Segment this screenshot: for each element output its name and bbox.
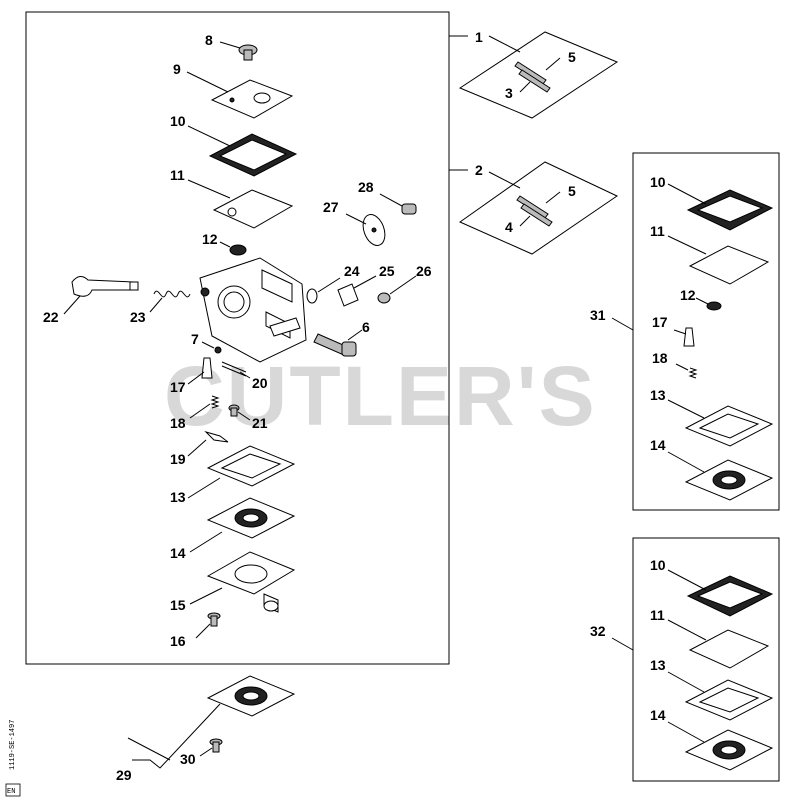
callout-24: 24 [344, 263, 360, 279]
kit-31-frame [632, 152, 780, 511]
part-17-needle [187, 357, 213, 385]
callout-31-18: 18 [652, 350, 668, 366]
callout-26: 26 [416, 263, 432, 279]
part-9-cover-plate [186, 71, 294, 119]
part-19-lever [187, 430, 229, 457]
callout-31-14: 14 [650, 437, 666, 453]
part-12-nut [219, 241, 247, 256]
callout-10: 10 [170, 113, 186, 129]
callout-31-11: 11 [650, 223, 665, 239]
kit-bracket-lines [449, 35, 468, 171]
callout-12: 12 [202, 231, 218, 247]
kit-31-contents [611, 183, 774, 501]
callout-32-10: 10 [650, 557, 666, 573]
part-25-bracket [337, 275, 377, 307]
callout-32: 32 [590, 623, 606, 639]
callout-4: 4 [505, 219, 513, 235]
part-26-nut [377, 275, 417, 304]
watermark: CUTLER'S [164, 349, 597, 443]
callout-16: 16 [170, 633, 186, 649]
callout-3: 3 [505, 85, 513, 101]
callout-14: 14 [170, 545, 186, 561]
callout-2: 2 [475, 162, 483, 178]
main-assembly-frame [25, 11, 450, 665]
callout-labels: 1 5 3 2 5 4 8 9 10 11 28 27 12 24 25 26 … [43, 29, 696, 783]
callout-6: 6 [362, 319, 370, 335]
callout-22: 22 [43, 309, 59, 325]
part-20-pin [221, 361, 251, 379]
part-13-gasket [187, 445, 296, 499]
callout-31: 31 [590, 307, 606, 323]
callout-5: 5 [568, 49, 576, 65]
kit-32-frame [632, 537, 780, 782]
callout-8: 8 [205, 32, 213, 48]
kit-2-screw-set [458, 161, 619, 255]
part-22-lever [63, 276, 139, 315]
callout-32-14: 14 [650, 707, 666, 723]
callout-28: 28 [358, 179, 374, 195]
callout-23: 23 [130, 309, 146, 325]
callout-5: 5 [568, 183, 576, 199]
figure-tag: EN [7, 788, 15, 796]
callout-32-13: 13 [650, 657, 666, 673]
callout-17: 17 [170, 379, 186, 395]
callout-29: 29 [116, 767, 132, 783]
figure-code: 1119-SE-1497 [9, 720, 17, 770]
figure-tag-box [5, 783, 21, 797]
part-24-washer [306, 277, 341, 304]
callout-1: 1 [475, 29, 483, 45]
part-23-spring [149, 290, 191, 313]
callout-31-13: 13 [650, 387, 666, 403]
callout-25: 25 [379, 263, 395, 279]
part-6-screw [313, 329, 363, 357]
callout-7: 7 [191, 331, 199, 347]
callout-15: 15 [170, 597, 186, 613]
callout-32-11: 11 [650, 607, 665, 623]
callout-27: 27 [323, 199, 339, 215]
part-7-ball [201, 341, 222, 354]
callout-30: 30 [180, 751, 196, 767]
part-16-screw [195, 612, 221, 639]
kit-1-screw-set [458, 31, 619, 119]
part-21-screw [228, 404, 251, 421]
callout-18: 18 [170, 415, 186, 431]
callout-20: 20 [252, 375, 268, 391]
carburetor-body [199, 257, 307, 363]
part-18-spring [189, 395, 220, 419]
callout-13: 13 [170, 489, 186, 505]
part-30-screw [199, 738, 223, 757]
callout-21: 21 [252, 415, 268, 431]
callout-9: 9 [173, 61, 181, 77]
part-27-disc [345, 213, 386, 246]
kit-29-diaphragm-set [127, 675, 296, 769]
part-28-screw [379, 193, 417, 215]
part-10-gasket [187, 125, 298, 177]
callout-31-12: 12 [680, 287, 696, 303]
kit-32-contents [611, 569, 774, 771]
callout-19: 19 [170, 451, 186, 467]
callout-11: 11 [170, 167, 185, 183]
part-11-diaphragm [187, 179, 294, 229]
callout-31-17: 17 [652, 314, 668, 330]
part-8-screw [219, 41, 258, 61]
part-14-diaphragm [189, 497, 296, 553]
part-15-end-cover [189, 551, 296, 613]
callout-31-10: 10 [650, 174, 666, 190]
